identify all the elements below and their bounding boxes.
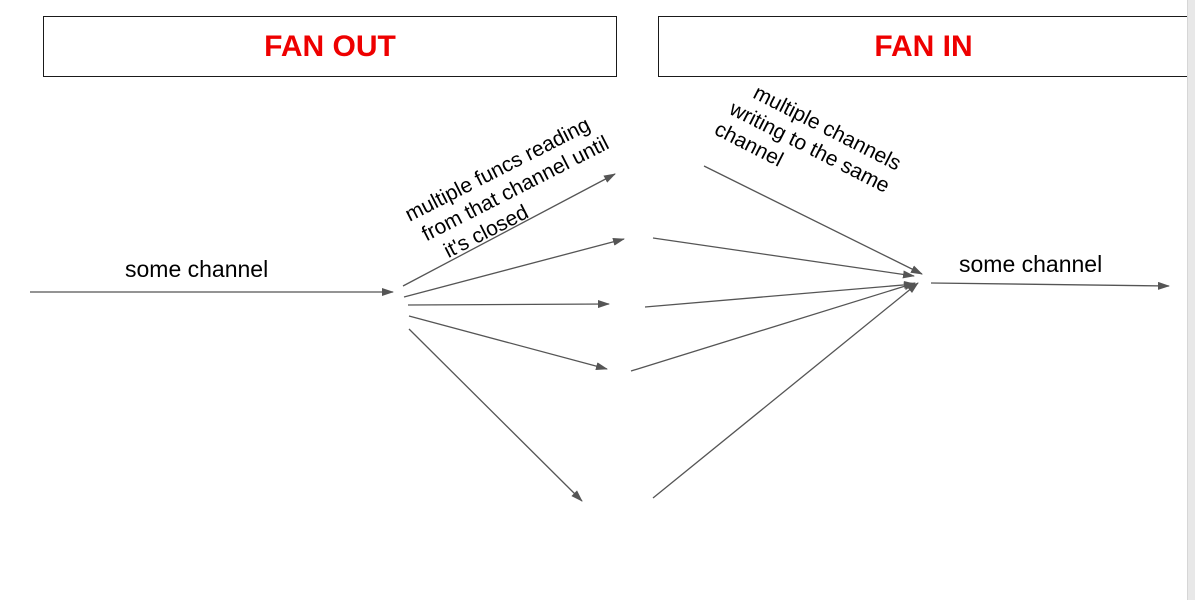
input-channel-label: some channel <box>125 256 269 282</box>
fan-in-title-box: FAN IN <box>658 16 1189 77</box>
fan-out-arrow-1 <box>402 173 616 287</box>
fan-out-title-box: FAN OUT <box>43 16 617 77</box>
fan-in-title: FAN IN <box>874 29 973 63</box>
fan-out-arrow-5 <box>408 328 583 502</box>
fan-in-arrow-5 <box>652 282 919 499</box>
fan-in-arrow-2 <box>652 237 915 279</box>
fan-out-arrow-4 <box>408 315 608 371</box>
fan-out-arrow-2 <box>403 237 625 298</box>
fan-out-title: FAN OUT <box>264 29 396 63</box>
output-channel-label: some channel <box>959 251 1103 277</box>
fan-in-arrow-3 <box>644 280 916 308</box>
output-arrow <box>930 281 1170 290</box>
scrollbar-track[interactable] <box>1187 0 1195 600</box>
fan-in-arrow-1 <box>703 165 923 275</box>
fan-out-arrow-3 <box>407 300 610 309</box>
fan-in-arrow-4 <box>630 282 916 372</box>
